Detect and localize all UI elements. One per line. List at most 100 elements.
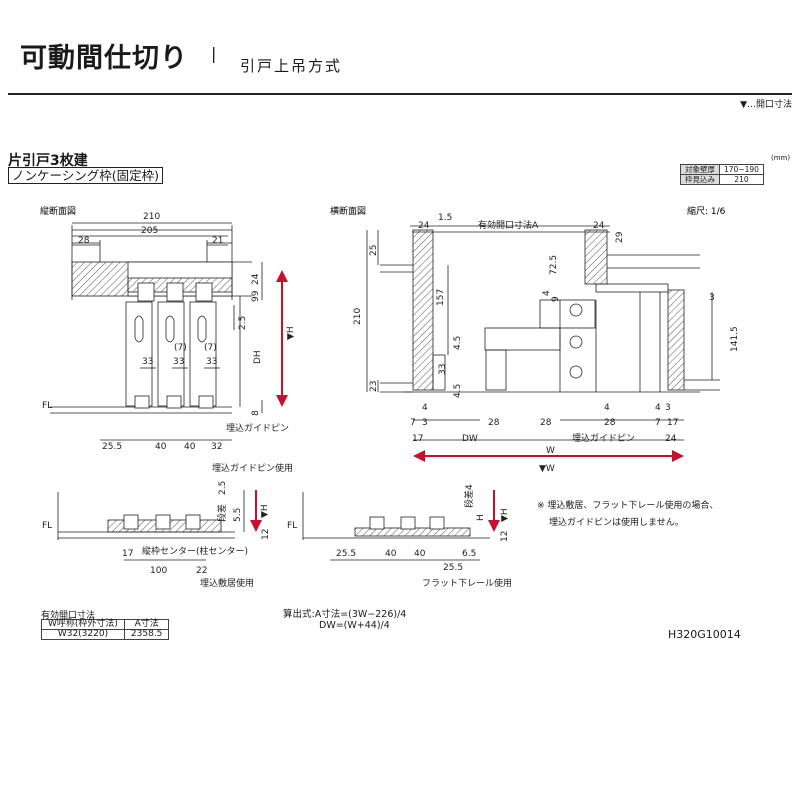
fl-label: FL <box>42 401 52 411</box>
paren7-label: (7) <box>204 343 217 353</box>
table-row: W32(3220) 2358.5 <box>41 629 170 640</box>
dim-4: 4 <box>465 484 475 490</box>
w-open-label: ▼W <box>539 464 555 474</box>
dim-17: 17 <box>122 549 133 559</box>
spec-value: 210 <box>719 174 764 185</box>
table-cell: 2358.5 <box>123 629 170 640</box>
dim-24: 24 <box>418 221 430 231</box>
product-code: H320G10014 <box>668 628 741 641</box>
dim-24: 24 <box>251 273 261 285</box>
dim-40: 40 <box>414 549 426 559</box>
effective-opening-label: 有効開口寸法A <box>478 219 539 231</box>
dim-9: 9 <box>551 296 561 302</box>
formulas: 算出式:A寸法=(3W−226)/4 DW=(W+44)/4 <box>283 609 406 631</box>
dim-24: 24 <box>593 221 605 231</box>
dim-40: 40 <box>155 442 167 452</box>
dim-4-5: 4.5 <box>453 384 463 398</box>
spec-row: 枠見込み 210 <box>680 174 764 185</box>
vertical-section <box>50 222 263 441</box>
vertical-section-title: 縦断面図 <box>40 205 76 217</box>
dim-210: 210 <box>353 308 363 325</box>
table-header: A寸法 <box>123 619 170 630</box>
dim-28: 28 <box>604 418 616 428</box>
dim-6-5: 6.5 <box>462 549 476 559</box>
dim-2-5: 2.5 <box>238 316 248 330</box>
dim-3: 3 <box>665 403 671 413</box>
title-separator: | <box>211 44 217 63</box>
notes: ※ 埋込敷居、フラット下レール使用の場合、 埋込ガイドピンは使用しません。 <box>537 498 718 532</box>
dim-5-5: 5.5 <box>233 508 243 522</box>
dim-25-5: 25.5 <box>102 442 122 452</box>
dim-23: 23 <box>369 381 379 392</box>
dim-28: 28 <box>488 418 500 428</box>
dim-4: 4 <box>604 403 610 413</box>
guide-pin-label: 埋込ガイドピン <box>572 433 635 444</box>
dim-7: 7 <box>410 418 416 428</box>
threshold-use-label: 埋込敷居使用 <box>200 577 254 589</box>
formula-line: 算出式:A寸法=(3W−226)/4 <box>283 609 407 620</box>
note-line: 埋込ガイドピンは使用しません。 <box>549 518 684 528</box>
dim-29: 29 <box>615 231 625 243</box>
center-note: 縦枠センター(柱センター) <box>142 545 248 557</box>
dim-28: 28 <box>540 418 552 428</box>
dim-157: 157 <box>436 289 446 306</box>
dim-7: 7 <box>655 418 661 428</box>
horizontal-section-title: 横断面図 <box>330 205 366 217</box>
door-type: 片引戸3枚建 <box>8 153 88 169</box>
dim-3: 3 <box>709 293 715 303</box>
fl-label: FL <box>287 521 297 531</box>
dim-99: 99 <box>251 290 261 302</box>
dim-4-5: 4.5 <box>453 336 463 350</box>
dim-22: 22 <box>196 566 207 576</box>
header-rule <box>8 93 792 95</box>
table-header-row: W呼称(枠外寸法) A寸法 <box>41 619 170 630</box>
dim-141-5: 141.5 <box>730 326 740 352</box>
step-label: 段差 <box>463 490 475 508</box>
page-title: 可動間仕切り <box>20 43 188 74</box>
dim-12: 12 <box>261 529 271 540</box>
dim-25-5: 25.5 <box>336 549 356 559</box>
dim-40: 40 <box>385 549 397 559</box>
spec-unit: (mm) <box>771 154 791 162</box>
flat-rail-use-label: フラット下レール使用 <box>422 577 512 589</box>
dim-28: 28 <box>78 236 90 246</box>
paren7-label: (7) <box>174 343 187 353</box>
note-line: ※ 埋込敷居、フラット下レール使用の場合、 <box>537 501 719 511</box>
spec-table: 対象壁厚 170~190 枠見込み 210 <box>680 164 764 185</box>
dim-24: 24 <box>665 434 677 444</box>
dim-1-5: 1.5 <box>438 213 452 223</box>
horizontal-section <box>366 225 720 441</box>
guide-pin-use-label: 埋込ガイドピン使用 <box>212 462 293 474</box>
h-open-label: ▼H <box>260 504 270 518</box>
dim-40: 40 <box>184 442 196 452</box>
table-cell: W32(3220) <box>41 629 125 640</box>
threshold-detail <box>57 490 245 561</box>
scale-label: 縮尺: 1/6 <box>687 205 726 217</box>
dim-3: 3 <box>422 418 428 428</box>
dim-21: 21 <box>212 236 223 246</box>
dim-4: 4 <box>655 403 661 413</box>
dim-17: 17 <box>667 418 678 428</box>
dim-4: 4 <box>422 403 428 413</box>
dim-33: 33 <box>206 357 217 367</box>
fl-label: FL <box>42 521 52 531</box>
spec-label: 枠見込み <box>680 174 720 185</box>
table-header: W呼称(枠外寸法) <box>41 619 125 630</box>
step-label: 段差 <box>216 504 228 522</box>
guide-pin-label: 埋込ガイドピン <box>226 423 289 434</box>
frame-type: ノンケーシング枠(固定枠) <box>8 167 164 184</box>
opening-table-caption: 有効開口寸法 <box>41 611 96 621</box>
formula-line: DW=(W+44)/4 <box>319 620 390 631</box>
h-label: H <box>476 514 486 521</box>
dimension-legend: ▼…開口寸法 <box>740 100 792 110</box>
dim-100: 100 <box>150 566 167 576</box>
dim-210: 210 <box>143 212 160 222</box>
dim-72-5: 72.5 <box>549 255 559 275</box>
dw-label: DW <box>462 434 478 444</box>
h-open-label: ▼H <box>286 326 296 340</box>
dim-32: 32 <box>211 442 222 452</box>
dim-33: 33 <box>438 364 448 375</box>
dim-12: 12 <box>500 531 510 542</box>
dim-4: 4 <box>542 290 552 296</box>
